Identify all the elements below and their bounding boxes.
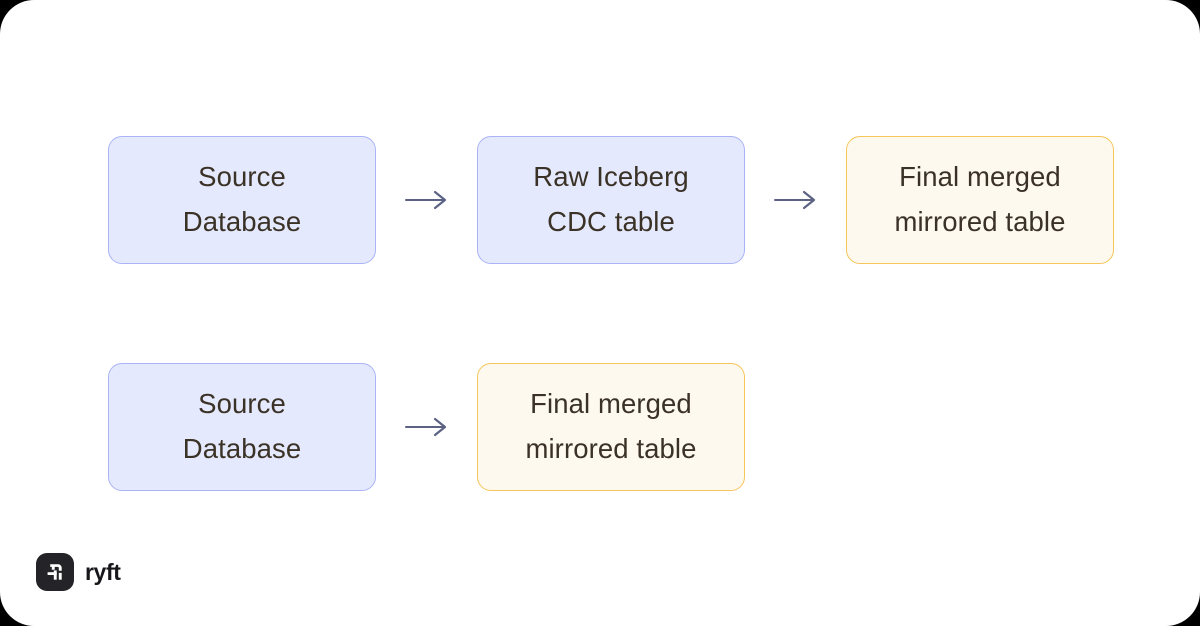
- node-label: Raw Iceberg CDC table: [533, 161, 689, 237]
- node-label: Source Database: [182, 161, 302, 237]
- ryft-r-icon: [36, 553, 74, 591]
- arrow-right-icon: [376, 136, 477, 264]
- flow-row-with-cdc-staging: Source Database Raw Iceberg CDC table Fi…: [108, 136, 1114, 264]
- node-label: Final merged mirrored table: [525, 388, 697, 464]
- brand-logo: ryft: [36, 553, 121, 591]
- node-source-database[interactable]: Source Database: [108, 136, 376, 264]
- node-raw-iceberg-cdc-table[interactable]: Raw Iceberg CDC table: [477, 136, 745, 264]
- arrow-right-icon: [745, 136, 846, 264]
- arrow-right-icon: [376, 363, 477, 491]
- node-final-merged-mirrored-table[interactable]: Final merged mirrored table: [477, 363, 745, 491]
- node-label: Source Database: [182, 388, 302, 464]
- logo-wordmark: ryft: [85, 558, 121, 585]
- node-source-database[interactable]: Source Database: [108, 363, 376, 491]
- node-final-merged-mirrored-table[interactable]: Final merged mirrored table: [846, 136, 1114, 264]
- flow-row-direct-mirror: Source Database Final merged mirrored ta…: [108, 363, 745, 491]
- node-label: Final merged mirrored table: [894, 161, 1066, 237]
